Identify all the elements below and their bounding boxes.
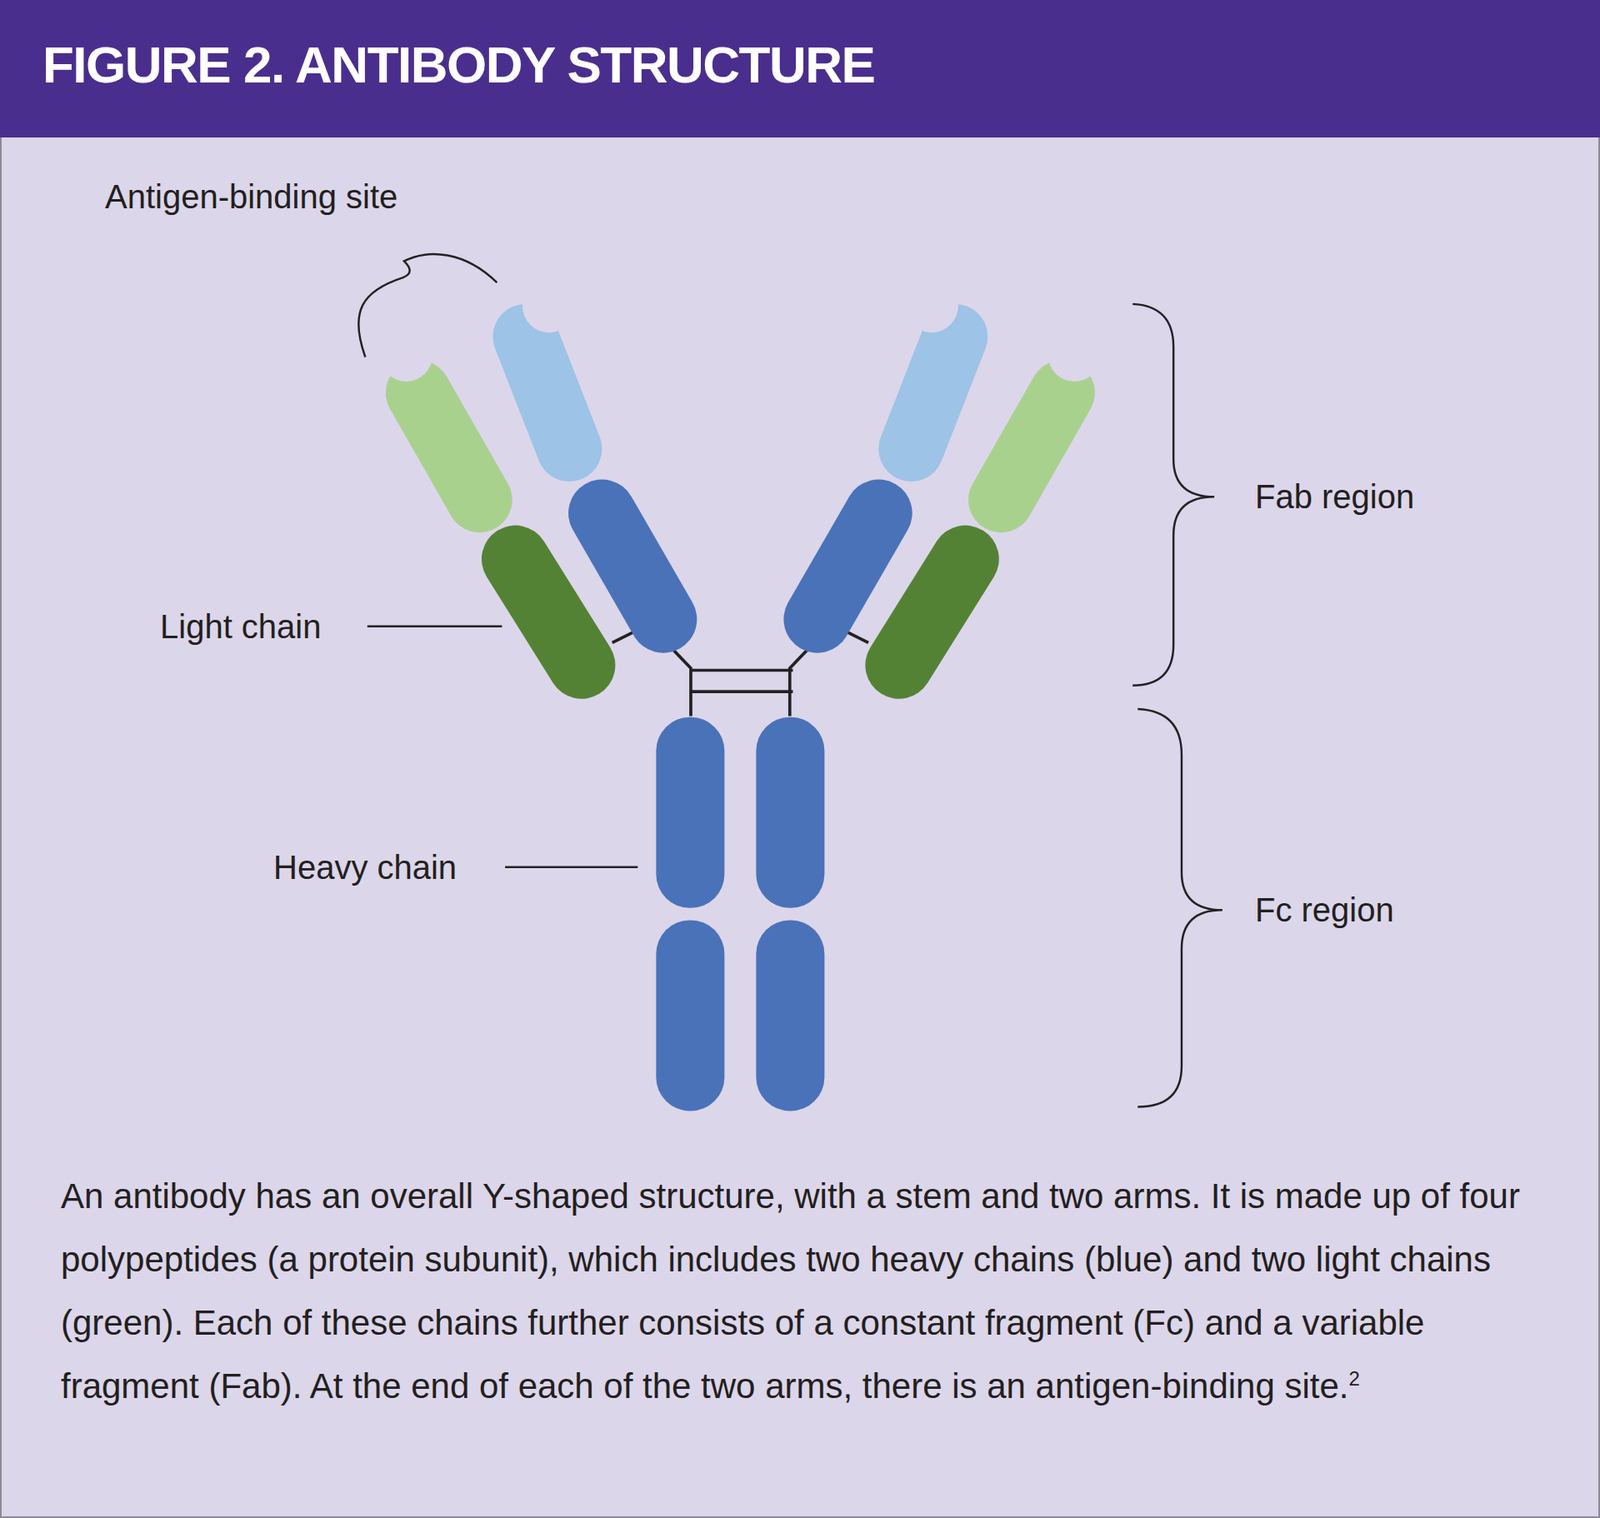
caption: An antibody has an overall Y-shaped stru…: [60, 1176, 1520, 1406]
light-chain-constant: [515, 559, 582, 665]
part-label: Light chain: [160, 607, 321, 646]
reference-number: 2: [1349, 1367, 1360, 1390]
leader-line: [505, 866, 638, 869]
leader-line: [367, 625, 503, 628]
caption-block: An antibody has an overall Y-shaped stru…: [60, 1165, 1536, 1419]
antibody-arm: [790, 280, 1101, 717]
bracket: [1137, 709, 1223, 1108]
disulfide-bond: [690, 690, 793, 694]
region-label: Fab region: [1255, 477, 1415, 516]
binding-notch: [522, 280, 576, 334]
part-label: Antigen-binding site: [105, 177, 398, 216]
bracket: [1132, 304, 1215, 686]
heavy-chain-fc: [755, 717, 825, 909]
region-label: Fc region: [1255, 890, 1395, 930]
heavy-chain-fc: [655, 717, 725, 909]
hinge-line: [668, 645, 691, 717]
disulfide-bond: [690, 669, 793, 673]
heavy-chain-fc: [755, 920, 825, 1111]
figure-title: FIGURE 2. ANTIBODY STRUCTURE: [42, 35, 875, 95]
binding-notch: [380, 328, 434, 382]
part-label: Heavy chain: [273, 848, 457, 887]
heavy-chain-constant: [601, 513, 663, 620]
heavy-chain-fc: [655, 920, 725, 1111]
antibody-arm: [380, 280, 691, 717]
light-chain-variable: [418, 392, 480, 500]
heavy-chain-variable: [525, 336, 570, 450]
bracket: [358, 254, 497, 357]
